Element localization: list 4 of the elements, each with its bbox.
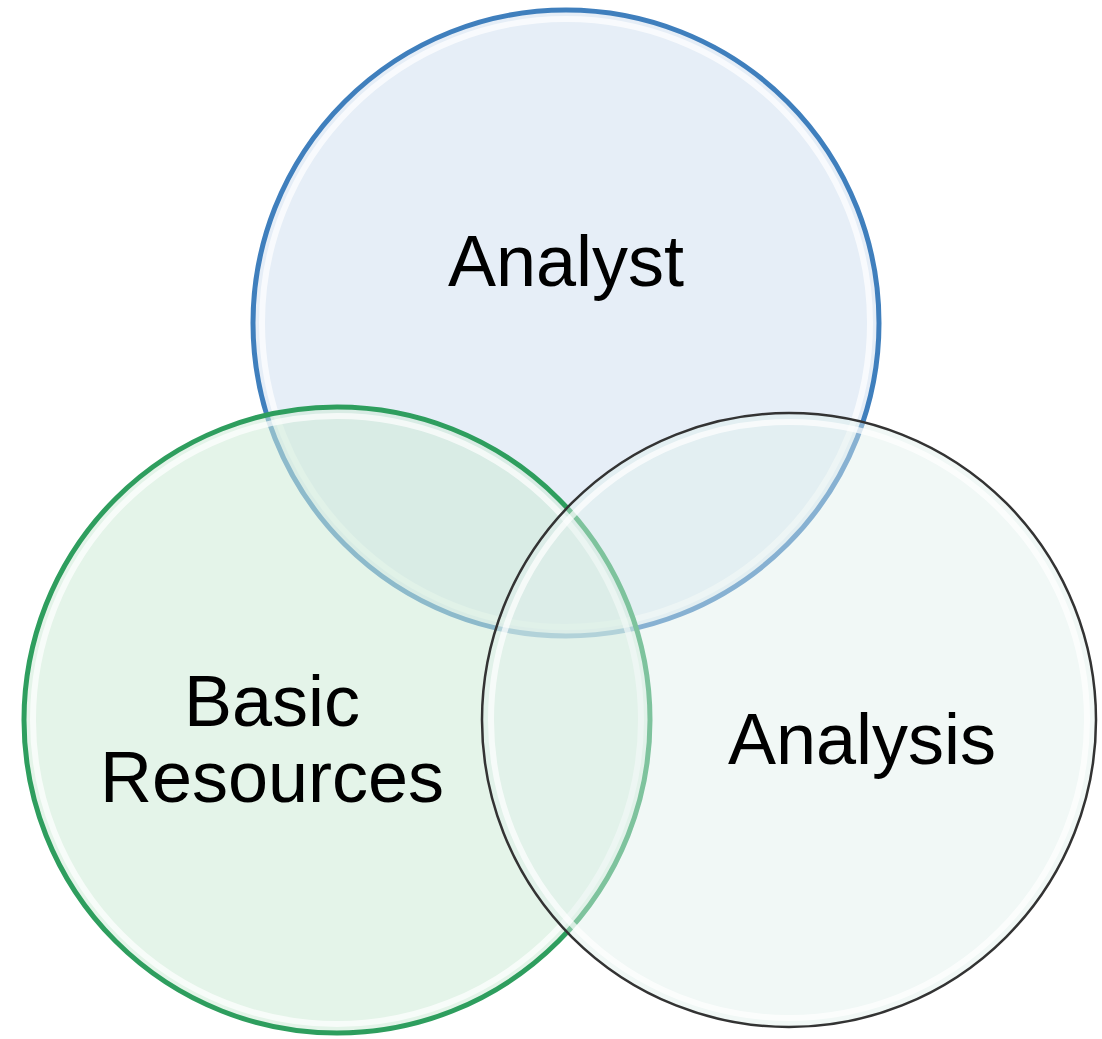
circle-label: Basic Resources — [98, 664, 446, 816]
venn-circle — [479, 410, 1099, 1030]
circle-label: Analysis — [726, 702, 998, 778]
circle-label: Analyst — [446, 224, 686, 300]
